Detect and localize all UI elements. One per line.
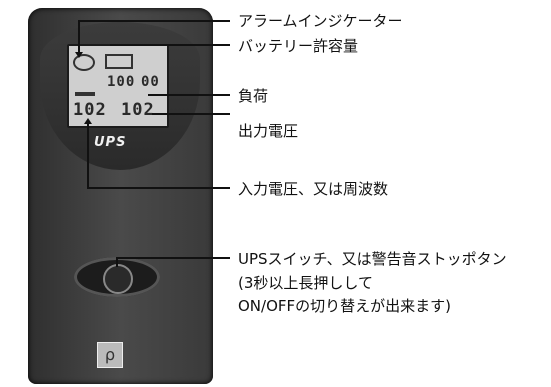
power-button[interactable] <box>103 264 133 294</box>
label-switch-note-2: ON/OFFの切り替えが出来ます) <box>238 297 451 315</box>
label-switch: UPSスイッチ、又は警告音ストッポタン <box>238 250 507 268</box>
callout-line-switch-h <box>116 257 230 259</box>
label-output-voltage: 出力電圧 <box>238 122 299 140</box>
alarm-indicator-icon <box>73 54 95 71</box>
lcd-indicator-bar <box>75 92 95 96</box>
battery-icon <box>105 54 133 69</box>
callout-line-input-h <box>87 187 230 189</box>
lcd-right-value: 00 <box>141 74 160 90</box>
label-switch-note-1: (3秒以上長押しして <box>238 274 373 292</box>
callout-line-alarm-h <box>78 20 230 22</box>
callout-line-battery <box>110 44 230 46</box>
label-load: 負荷 <box>238 87 269 105</box>
callout-line-input-v <box>87 124 89 188</box>
lcd-load-value: 100 <box>107 74 136 90</box>
label-battery-capacity: バッテリー許容量 <box>238 37 359 55</box>
callout-line-switch-v <box>116 257 118 267</box>
callout-line-alarm <box>78 20 80 52</box>
arrow-alarm <box>75 52 83 58</box>
ups-brand-label: UPS <box>94 135 127 150</box>
arrow-input <box>84 118 92 124</box>
lcd-output-value: 102 <box>121 100 155 120</box>
label-input-voltage: 入力電圧、又は周波数 <box>238 180 389 198</box>
brand-logo-icon: ⍴ <box>97 342 123 368</box>
callout-line-load <box>148 94 230 96</box>
callout-line-output <box>152 113 230 115</box>
label-alarm-indicator: アラームインジケーター <box>238 12 403 30</box>
lcd-input-value: 102 <box>73 100 107 120</box>
